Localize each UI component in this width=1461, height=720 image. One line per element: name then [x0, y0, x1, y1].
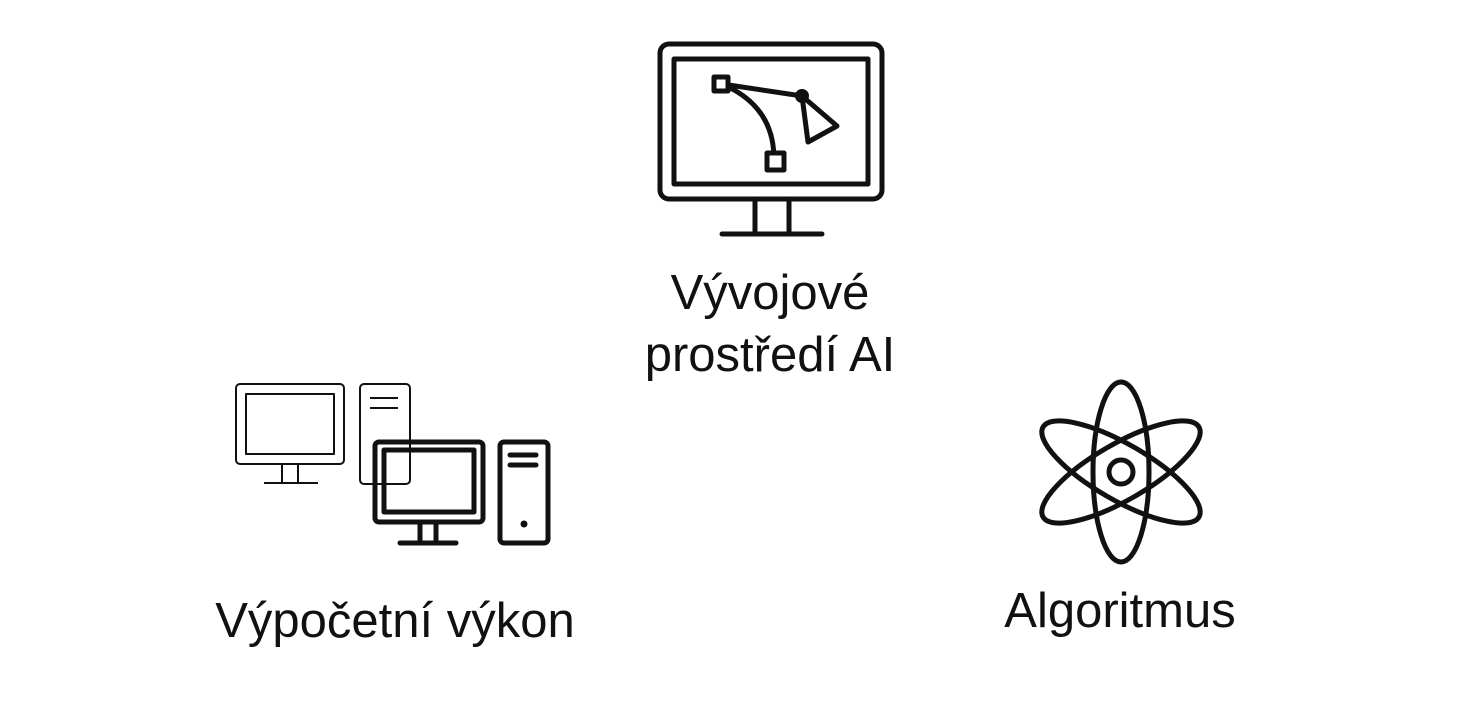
node-label-dev-env: Vývojové — [670, 266, 870, 320]
node-label-compute: Výpočetní výkon — [215, 594, 575, 648]
node-label-dev-env-line2: prostředí AI — [644, 328, 896, 382]
monitor-bezier-curve-icon — [657, 41, 885, 237]
computers-icon — [235, 383, 551, 546]
atom-icon — [1039, 379, 1203, 565]
node-label-algorithm: Algoritmus — [1004, 584, 1236, 638]
